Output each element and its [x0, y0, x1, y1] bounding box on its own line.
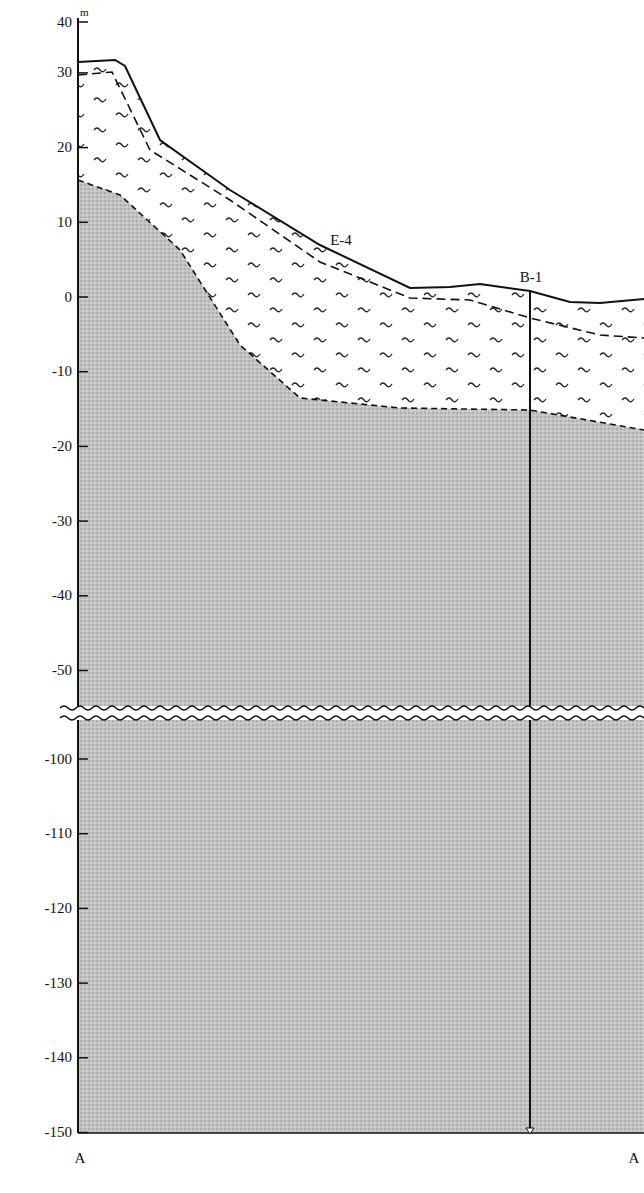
axis-value: -10 — [52, 364, 72, 379]
axis-value: -30 — [52, 514, 72, 529]
axis-value: -40 — [52, 588, 72, 603]
axis-value: 20 — [57, 140, 72, 155]
section-end-label: A — [629, 1151, 640, 1166]
axis-value: -50 — [52, 663, 72, 678]
axis-value: -130 — [45, 976, 73, 991]
axis-value: -100 — [45, 752, 73, 767]
axis-value: 30 — [57, 65, 72, 80]
axis-value: 40 — [57, 15, 72, 30]
axis-value: 0 — [65, 290, 73, 305]
axis-value: -140 — [45, 1050, 73, 1065]
section-end-label: A — [75, 1151, 86, 1166]
borehole-label: B-1 — [519, 270, 544, 285]
axis-unit: m — [80, 7, 89, 18]
axis-value: -150 — [45, 1125, 73, 1140]
axis-value: -110 — [45, 826, 72, 841]
axis-value: -120 — [45, 901, 73, 916]
axis-value: 10 — [57, 215, 72, 230]
borehole-label: E-4 — [329, 233, 353, 248]
axis-value: -20 — [52, 439, 72, 454]
